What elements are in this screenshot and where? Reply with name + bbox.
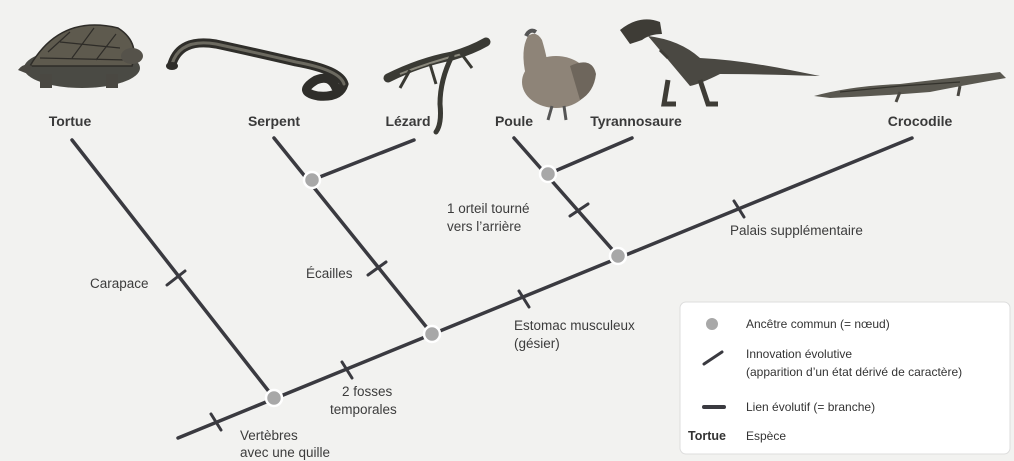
species-label-lezard: Lézard: [385, 113, 430, 129]
innovation-label-ecailles: Écailles: [306, 266, 353, 281]
branch-serpent: [274, 138, 432, 334]
branch-lezard: [312, 140, 414, 180]
species-label-crocodile: Crocodile: [888, 113, 953, 129]
legend-species-label: Espèce: [746, 429, 786, 443]
legend-branch-label: Lien évolutif (= branche): [746, 400, 875, 414]
innovation-label-palais: Palais supplémentaire: [730, 223, 863, 238]
legend: Ancêtre commun (= nœud) Innovation évolu…: [680, 302, 1010, 454]
species-label-serpent: Serpent: [248, 113, 300, 129]
legend-node-symbol: [705, 317, 719, 331]
node-squamates: [304, 172, 320, 188]
innovation-label-carapace: Carapace: [90, 276, 149, 291]
branch-tyrannosaure: [548, 138, 632, 174]
tyrannosaurus-icon: [620, 19, 820, 104]
innovation-label-fosses: 2 fosses temporales: [330, 384, 397, 417]
species-label-poule: Poule: [495, 113, 533, 129]
snake-icon: [166, 43, 344, 96]
legend-node-label: Ancêtre commun (= nœud): [746, 317, 890, 331]
innovation-marks: [167, 201, 744, 430]
hen-icon: [522, 31, 596, 120]
innovation-label-estomac: Estomac musculeux (gésier): [514, 318, 639, 351]
node-dinosaures: [540, 166, 556, 182]
node-archosaures: [610, 248, 626, 264]
crocodile-icon: [814, 72, 1006, 102]
branch-poule: [514, 138, 618, 256]
node-amniotes: [266, 390, 282, 406]
branch-tortue: [72, 140, 274, 398]
species-label-tyrannosaure: Tyrannosaure: [590, 113, 682, 129]
legend-species-example: Tortue: [688, 429, 726, 443]
innovation-label-orteil: 1 orteil tourné vers l’arrière: [447, 201, 533, 234]
turtle-icon: [18, 25, 143, 88]
species-label-tortue: Tortue: [49, 113, 92, 129]
innovation-label-vertebres: Vertèbres avec une quille: [240, 428, 330, 460]
node-diapsides: [424, 326, 440, 342]
